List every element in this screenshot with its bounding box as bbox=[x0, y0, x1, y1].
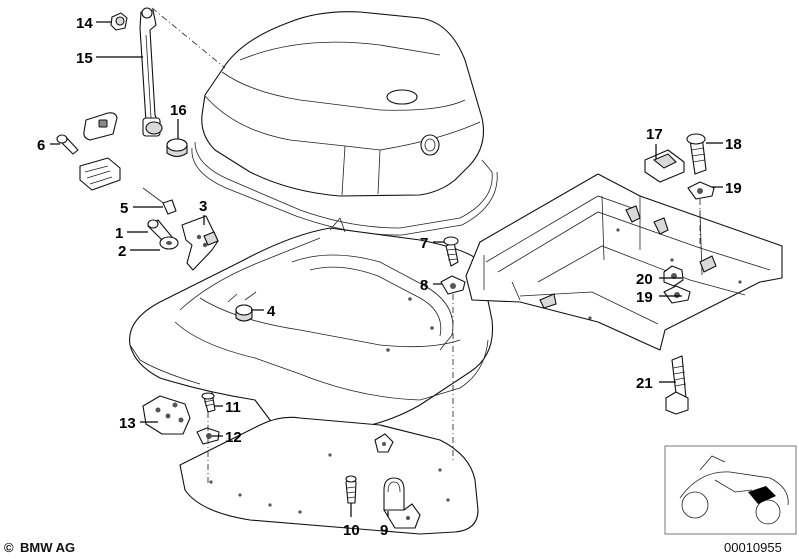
strap-assembly bbox=[110, 7, 226, 158]
callout-19-lower: 19 bbox=[636, 289, 653, 306]
callout-20: 20 bbox=[636, 271, 653, 288]
center-screw bbox=[440, 236, 466, 460]
latch-assembly bbox=[142, 187, 219, 271]
callout-13: 13 bbox=[119, 415, 136, 432]
location-inset bbox=[664, 445, 797, 535]
callout-21: 21 bbox=[636, 375, 653, 392]
base-plate bbox=[179, 416, 479, 535]
callout-5: 5 bbox=[120, 200, 128, 217]
leader-lines bbox=[50, 21, 723, 517]
luggage-rack bbox=[465, 173, 783, 351]
callout-10: 10 bbox=[343, 522, 360, 539]
copyright-symbol: © bbox=[4, 540, 14, 555]
callout-1: 1 bbox=[115, 225, 123, 242]
callout-15: 15 bbox=[76, 50, 93, 67]
rack-fasteners bbox=[644, 133, 715, 415]
topcase-lid bbox=[191, 11, 498, 236]
callout-14: 14 bbox=[76, 15, 93, 32]
callout-8: 8 bbox=[420, 277, 428, 294]
hinge-parts bbox=[56, 112, 121, 191]
callout-19: 19 bbox=[725, 180, 742, 197]
callout-11: 11 bbox=[225, 399, 241, 416]
callout-7: 7 bbox=[420, 235, 428, 252]
diagram-number: 00010955 bbox=[724, 540, 782, 555]
callout-16: 16 bbox=[170, 102, 187, 119]
callout-3: 3 bbox=[199, 198, 207, 215]
callout-labels: 14 15 16 6 5 3 1 2 4 7 8 17 18 19 20 19 … bbox=[37, 15, 742, 539]
callout-12: 12 bbox=[225, 429, 242, 446]
callout-4: 4 bbox=[267, 303, 276, 320]
callout-9: 9 bbox=[380, 522, 388, 539]
callout-6: 6 bbox=[37, 137, 45, 154]
footer: © BMW AG 00010955 bbox=[4, 540, 782, 555]
topcase-base bbox=[129, 217, 494, 434]
callout-18: 18 bbox=[725, 136, 742, 153]
callout-17: 17 bbox=[646, 126, 663, 143]
copyright-text: BMW AG bbox=[20, 540, 75, 555]
left-small-parts bbox=[142, 392, 220, 485]
callout-2: 2 bbox=[118, 243, 126, 260]
